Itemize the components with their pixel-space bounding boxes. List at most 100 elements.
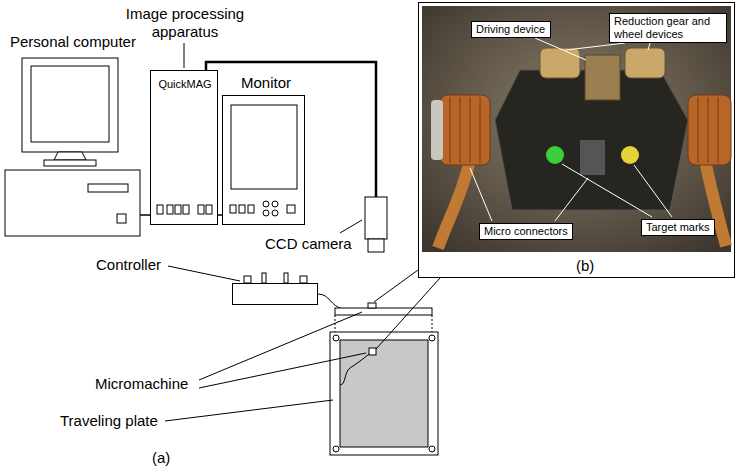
leader-line xyxy=(168,266,240,281)
photo-ground xyxy=(422,6,731,252)
brand-name: QuickMAG xyxy=(151,77,219,91)
callout-line xyxy=(374,270,418,302)
winding xyxy=(698,97,699,163)
pc-base xyxy=(44,160,96,166)
button xyxy=(248,205,254,213)
button xyxy=(198,205,204,214)
traveling-plate xyxy=(330,303,438,455)
apparatus-buttons xyxy=(157,205,212,214)
micromachine-top xyxy=(369,348,376,355)
button xyxy=(157,205,163,214)
winding xyxy=(460,97,461,163)
controller-knobs xyxy=(244,273,307,283)
micromachine-side xyxy=(368,303,376,308)
leader-line xyxy=(165,400,333,421)
knob xyxy=(284,273,288,283)
screw xyxy=(429,335,435,341)
leader-line xyxy=(184,43,185,68)
part-label: Target marks xyxy=(641,219,715,236)
label-text: Driving device xyxy=(476,23,546,36)
camera: CCD camera xyxy=(365,197,387,252)
computer-drawing xyxy=(5,58,140,236)
micromachine-photo xyxy=(422,6,731,252)
part-name: Traveling plate xyxy=(60,412,158,430)
knob xyxy=(244,276,251,283)
device-name: Image processing apparatus xyxy=(120,5,250,41)
device-name: Controller xyxy=(96,256,161,274)
knob xyxy=(300,276,307,283)
pc-button xyxy=(117,214,126,223)
leader-line xyxy=(648,43,650,50)
coil xyxy=(440,95,490,165)
label-text: Micro connectors xyxy=(484,225,568,238)
button xyxy=(206,205,212,214)
screw xyxy=(429,446,435,452)
monitor-screen xyxy=(231,105,297,189)
apparatus-box: Image processing apparatusQuickMAG xyxy=(150,70,218,225)
coil-disc xyxy=(431,100,443,160)
device-name: CCD camera xyxy=(265,235,352,253)
controller-cable xyxy=(318,294,343,309)
cable-connector xyxy=(206,62,376,197)
cable-connector xyxy=(140,214,150,216)
monitor-drawing xyxy=(230,105,297,216)
photo-leaders xyxy=(470,38,672,221)
part-label: Driving device xyxy=(471,21,551,38)
winding xyxy=(470,97,471,163)
winding xyxy=(708,97,709,163)
pc-drive xyxy=(88,184,128,192)
camera-body xyxy=(365,197,387,239)
part-label: Reduction gear and wheel devices xyxy=(609,13,727,43)
yellow-mark xyxy=(621,146,639,164)
device-name: Monitor xyxy=(241,74,291,92)
knob xyxy=(272,210,278,216)
knob xyxy=(262,273,266,283)
component xyxy=(580,140,605,175)
callout-line xyxy=(376,278,440,349)
plate-side-view xyxy=(335,308,432,315)
pc-monitor xyxy=(22,58,118,152)
leader-line xyxy=(555,178,588,221)
screw xyxy=(333,446,339,452)
wheel xyxy=(540,48,580,78)
camera-lens xyxy=(368,239,384,252)
button xyxy=(239,205,245,213)
label-text: Target marks xyxy=(646,221,710,234)
winding xyxy=(480,97,481,163)
device-name: Personal computer xyxy=(10,33,136,51)
button xyxy=(183,205,189,214)
ribbon xyxy=(438,160,470,248)
leader-line xyxy=(199,312,362,380)
controller-box: Controller xyxy=(232,283,318,305)
coil xyxy=(688,95,731,165)
computer: Personal computer xyxy=(5,33,140,237)
leader-line xyxy=(634,165,672,217)
winding xyxy=(450,97,451,163)
leader-line xyxy=(566,43,625,50)
button xyxy=(287,205,295,213)
micromachine-cable xyxy=(340,354,369,385)
green-mark xyxy=(546,146,564,164)
leader-line xyxy=(340,220,362,233)
plate-frame xyxy=(330,332,438,455)
leader-line xyxy=(470,168,492,221)
winding xyxy=(718,97,719,163)
camera-drawing xyxy=(365,197,387,252)
pc-stand xyxy=(54,152,86,160)
screw xyxy=(333,335,339,341)
part-label: Micro connectors xyxy=(479,223,573,240)
leader-line xyxy=(199,353,366,388)
knob xyxy=(263,210,269,216)
drive-block xyxy=(585,55,620,100)
button xyxy=(167,205,173,214)
part-name: Micromachine xyxy=(95,375,188,393)
wheel xyxy=(625,48,665,78)
photo-panel: (b) Driving device Reduction gear and whee… xyxy=(418,2,735,278)
projection-line xyxy=(432,315,433,332)
knob xyxy=(272,201,278,207)
knob xyxy=(263,201,269,207)
label-text: Reduction gear and wheel devices xyxy=(614,15,722,41)
pc-screen xyxy=(31,66,109,142)
panel-label: (b) xyxy=(576,257,594,275)
